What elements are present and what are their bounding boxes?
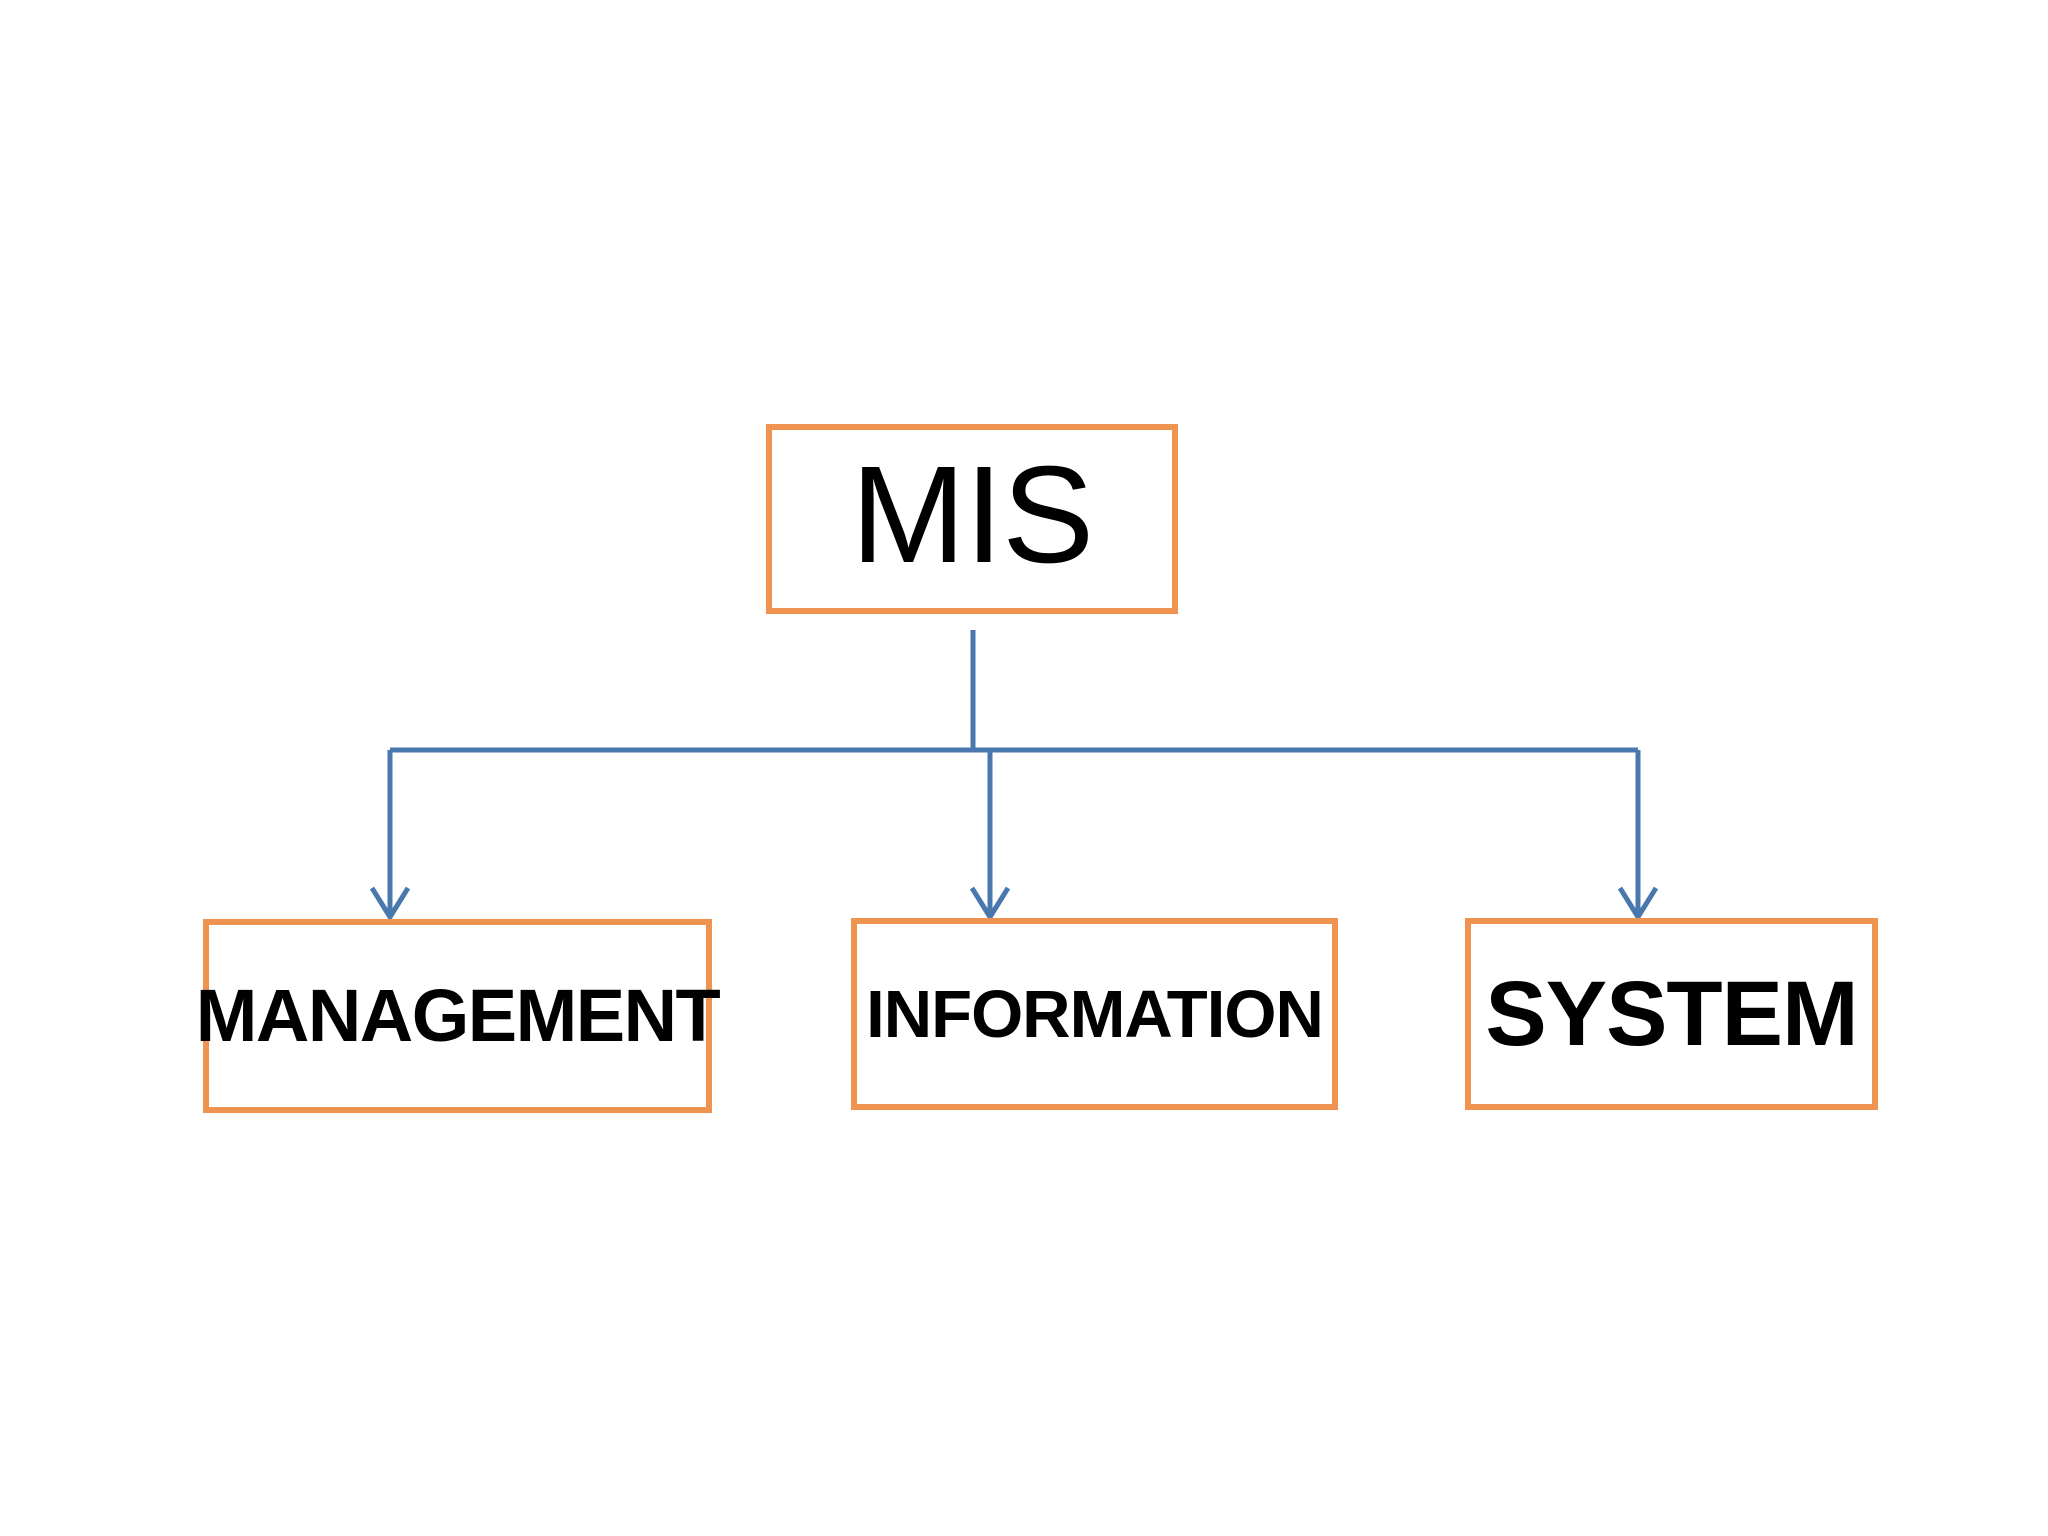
node-system[interactable]: SYSTEM bbox=[1465, 918, 1878, 1110]
node-mis[interactable]: MIS bbox=[766, 424, 1178, 614]
node-management[interactable]: MANAGEMENT bbox=[196, 919, 721, 1113]
arrowhead-management bbox=[369, 886, 411, 922]
arrowhead-information bbox=[969, 886, 1011, 922]
node-mis-label: MIS bbox=[850, 438, 1094, 592]
node-information-label: INFORMATION bbox=[866, 976, 1324, 1052]
node-information[interactable]: INFORMATION bbox=[851, 918, 1338, 1110]
node-system-label: SYSTEM bbox=[1485, 963, 1858, 1065]
node-management-label: MANAGEMENT bbox=[195, 974, 721, 1057]
arrowhead-system bbox=[1617, 886, 1659, 922]
